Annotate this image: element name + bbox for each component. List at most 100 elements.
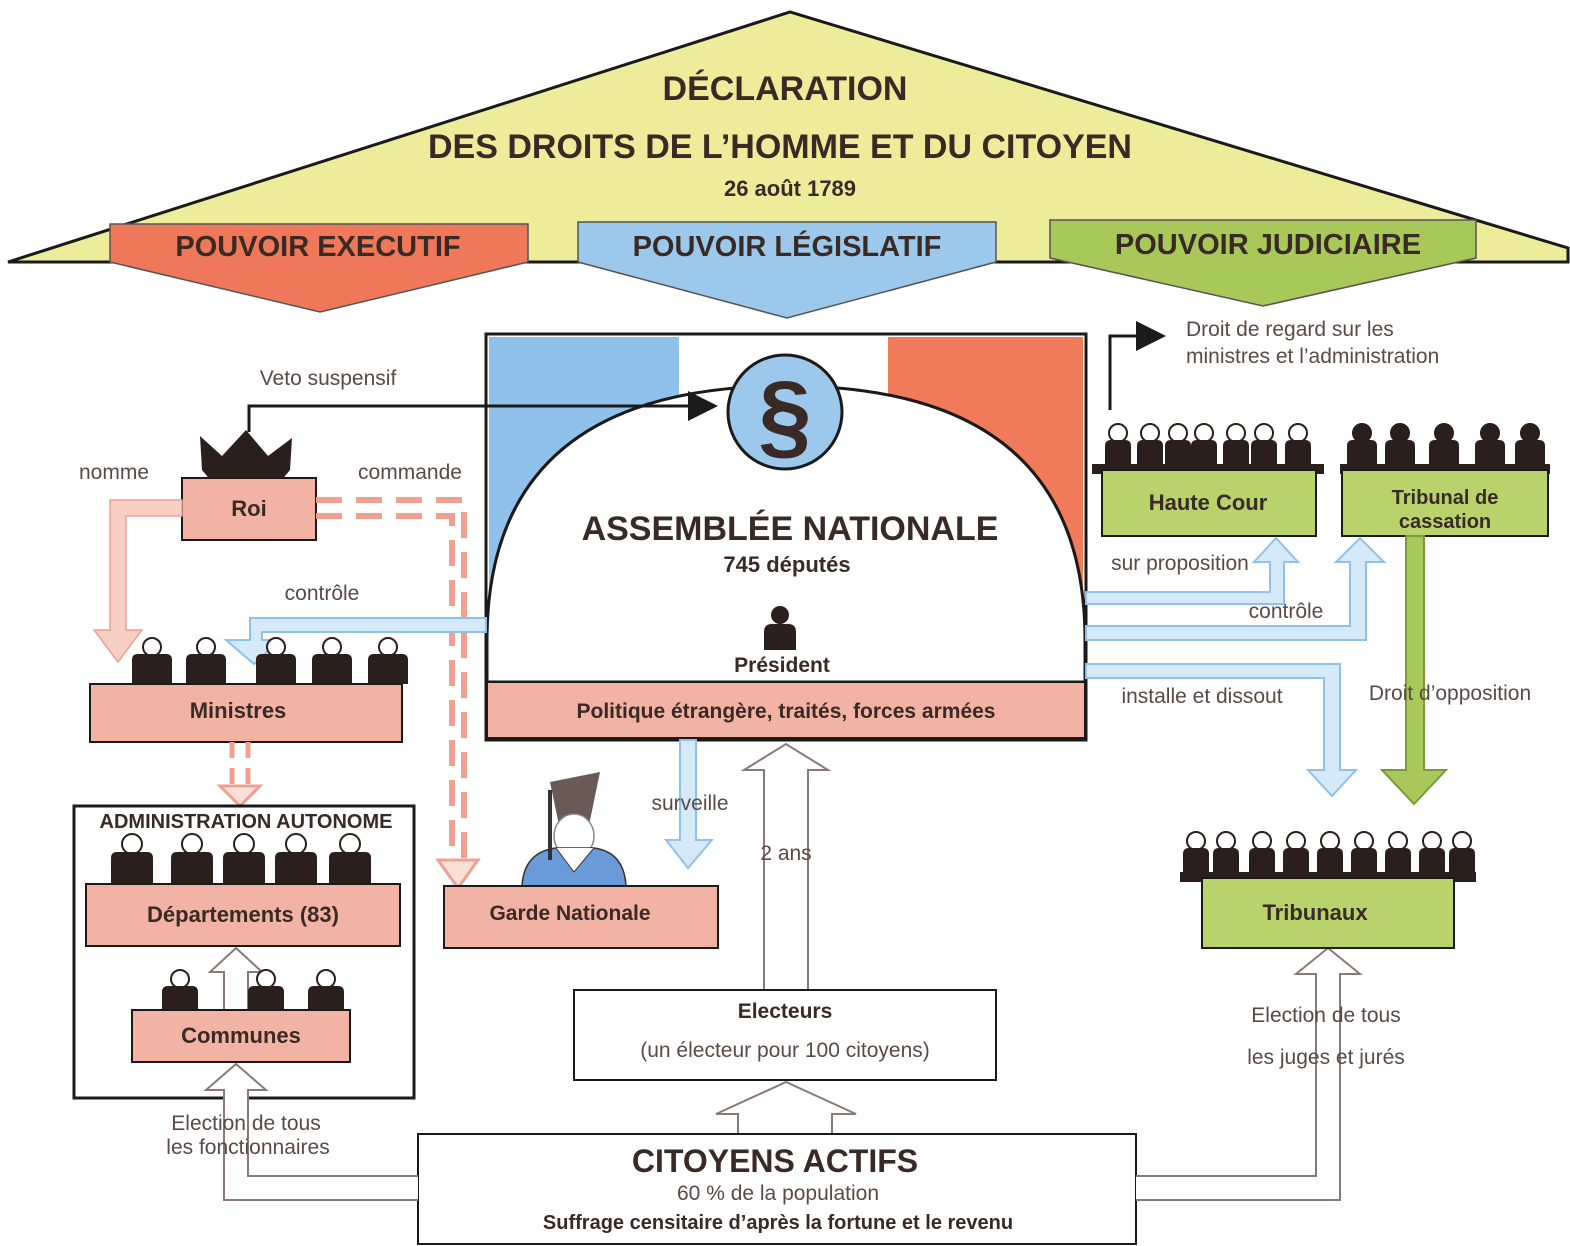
person-head-shape [1422,831,1442,851]
person-head-shape [1216,831,1236,851]
administration-title: ADMINISTRATION AUTONOME [100,811,393,833]
person-head-shape [378,637,398,657]
person-head-shape [1390,423,1410,443]
person-head-shape [1226,423,1246,443]
ministers-label: Ministres [190,698,287,723]
commande-arrow [316,497,467,860]
person-body-shape [1347,440,1377,470]
executive-power-banner [109,223,529,313]
ministers-box [89,683,403,743]
cassation-box [1341,469,1549,537]
assembly-president: Président [734,654,830,677]
person-body-shape [1515,440,1545,470]
communes-label: Communes [181,1023,301,1048]
ministers-admin-arrow [229,742,251,786]
election-fonct-line1: Election de tous [171,1112,320,1135]
citizens-share: 60 % de la population [677,1182,879,1205]
person-head-shape [1194,423,1214,443]
declaration-title: DÉCLARATION [663,70,908,108]
veto-label: Veto suspensif [260,367,397,390]
person-body-shape [162,986,198,1010]
tribunaux-figures-icon [1180,831,1476,882]
declaration-date: 26 août 1789 [724,176,856,201]
election-fonct-line2: les fonctionnaires [166,1136,329,1159]
law-seal-symbol: § [758,362,811,469]
assembly-deputies: 745 députés [723,552,850,577]
regard-line2: ministres et l’administration [1186,345,1439,368]
cassation-figures-icon [1340,423,1550,474]
controle-ministers-label: contrôle [285,582,360,605]
soldier-icon [521,772,627,887]
person-body-shape [1165,440,1191,470]
person-head-shape [1254,423,1274,443]
installe-label: installe et dissout [1121,685,1282,708]
controle-ministers-arrow [223,617,487,666]
person-body-shape [329,852,371,884]
veto-arrow [247,391,718,432]
opposition-arrow [1379,535,1449,806]
declaration-subtitle: DES DROITS DE L’HOMME ET DU CITOYEN [428,128,1132,166]
person-body-shape [1223,440,1249,470]
king-label: Roi [231,496,266,521]
ministers-figures-icon [132,637,408,684]
person-head-shape [1108,423,1128,443]
person-head-shape [266,637,286,657]
person-body-shape [308,986,344,1010]
sur-proposition-label: sur proposition [1111,552,1249,575]
citizens-suffrage: Suffrage censitaire d’après la fortune e… [543,1212,1013,1234]
regard-arrow [1108,321,1166,410]
controle-judicial-arrow [1085,536,1387,641]
person-body-shape [1285,440,1311,470]
communes-figures-icon [162,969,344,1010]
person-head-shape [1434,423,1454,443]
person-body-shape [1183,848,1209,878]
tribunaux-label: Tribunaux [1262,900,1368,925]
departments-label: Départements (83) [147,902,339,927]
person-head-shape [1352,423,1372,443]
person-head-shape [1354,831,1374,851]
communes-box [131,1009,351,1063]
person-body-shape [1249,848,1275,878]
haute-cour-figures-icon [1092,423,1324,474]
person-head-shape [1520,423,1540,443]
person-head-shape [322,637,342,657]
electors-box [573,989,997,1081]
executive-power-label: POUVOIR EXECUTIF [175,231,460,263]
person-head-shape [1252,831,1272,851]
two-years-label: 2 ans [760,842,811,865]
person-body-shape [1429,440,1459,470]
assembly-powers-label: Politique étrangère, traités, forces arm… [576,700,995,723]
citizens-title: CITOYENS ACTIFS [632,1143,918,1179]
person-head-shape [170,969,190,989]
haute-cour-box [1101,469,1317,537]
communes-up-arrow [207,946,265,1010]
ministers-admin-arrowhead [216,784,264,809]
person-body-shape [1105,440,1131,470]
election-juges-line1: Election de tous [1251,1004,1400,1027]
haute-cour-label: Haute Cour [1149,490,1268,515]
citizens-box [417,1133,1137,1245]
person-body-shape [1251,440,1277,470]
nomme-label: nomme [79,461,149,484]
election-juges-line2: les juges et jurés [1247,1046,1405,1069]
tribunaux-box [1201,877,1455,949]
electors-title: Electeurs [738,1000,833,1023]
law-seal-icon [726,353,844,471]
commande-label: commande [358,461,462,484]
person-body-shape [132,654,172,684]
person-head-shape [1286,831,1306,851]
person-head-shape [1288,423,1308,443]
president-figure-icon [764,606,796,650]
person-head-shape [1480,423,1500,443]
person-body-shape [186,654,226,684]
surveille-arrow [663,739,715,870]
national-assembly: Politique étrangère, traités, forces arm… [484,332,1088,742]
legislative-power-banner [577,221,997,319]
two-years-arrow [740,742,832,990]
election-juges-arrow [1136,946,1363,1201]
person-body-shape [1449,848,1475,878]
opposition-label: Droit d’opposition [1369,682,1531,705]
person-head-shape [256,969,276,989]
